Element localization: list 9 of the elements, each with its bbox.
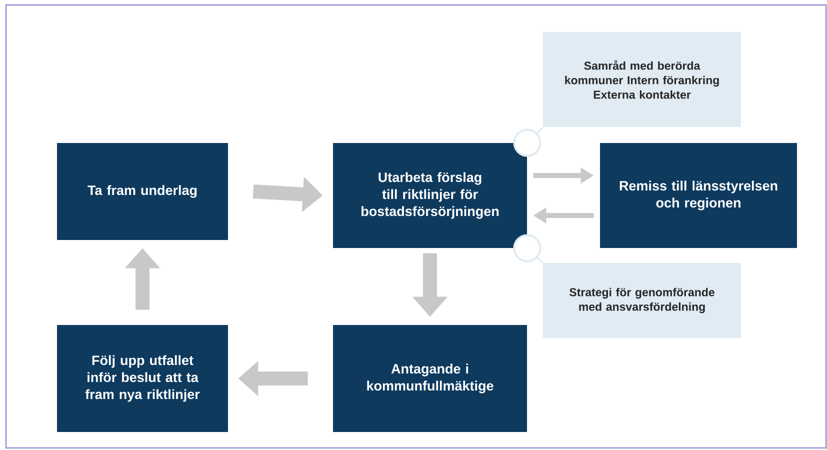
process-box: Ta fram underlag bbox=[57, 143, 228, 240]
process-box: Följ upp utfallet inför beslut att ta fram nya riktlinjer bbox=[57, 325, 228, 432]
process-box: Remiss till länsstyrelsen och regionen bbox=[600, 143, 797, 248]
callout-connector bbox=[513, 126, 544, 157]
process-box: Antagande i kommunfullmäktige bbox=[333, 325, 527, 432]
process-box: Utarbeta förslag till riktlinjer för bostadsförsörjningen bbox=[333, 143, 527, 248]
note-box: Samråd med berörda kommuner Intern förankring Externa kontakter bbox=[543, 32, 741, 127]
callout-connector bbox=[513, 234, 544, 264]
note-box: Strategi för genomförande med ansvarsfördelning bbox=[543, 263, 741, 338]
